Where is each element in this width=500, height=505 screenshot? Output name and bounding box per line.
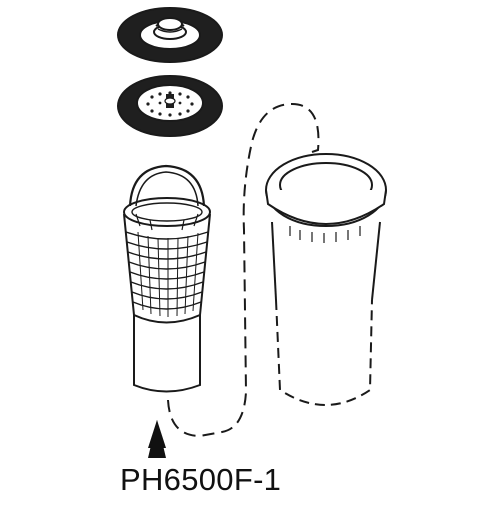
strainer-cap-icon	[117, 75, 223, 137]
connector-dashed-line	[167, 102, 320, 438]
arrow-up-icon	[148, 420, 166, 458]
sleeve-icon	[265, 153, 387, 406]
stopper-icon	[117, 7, 223, 63]
basket-strainer-icon	[123, 164, 211, 393]
part-number-label: PH6500F-1	[120, 462, 282, 497]
